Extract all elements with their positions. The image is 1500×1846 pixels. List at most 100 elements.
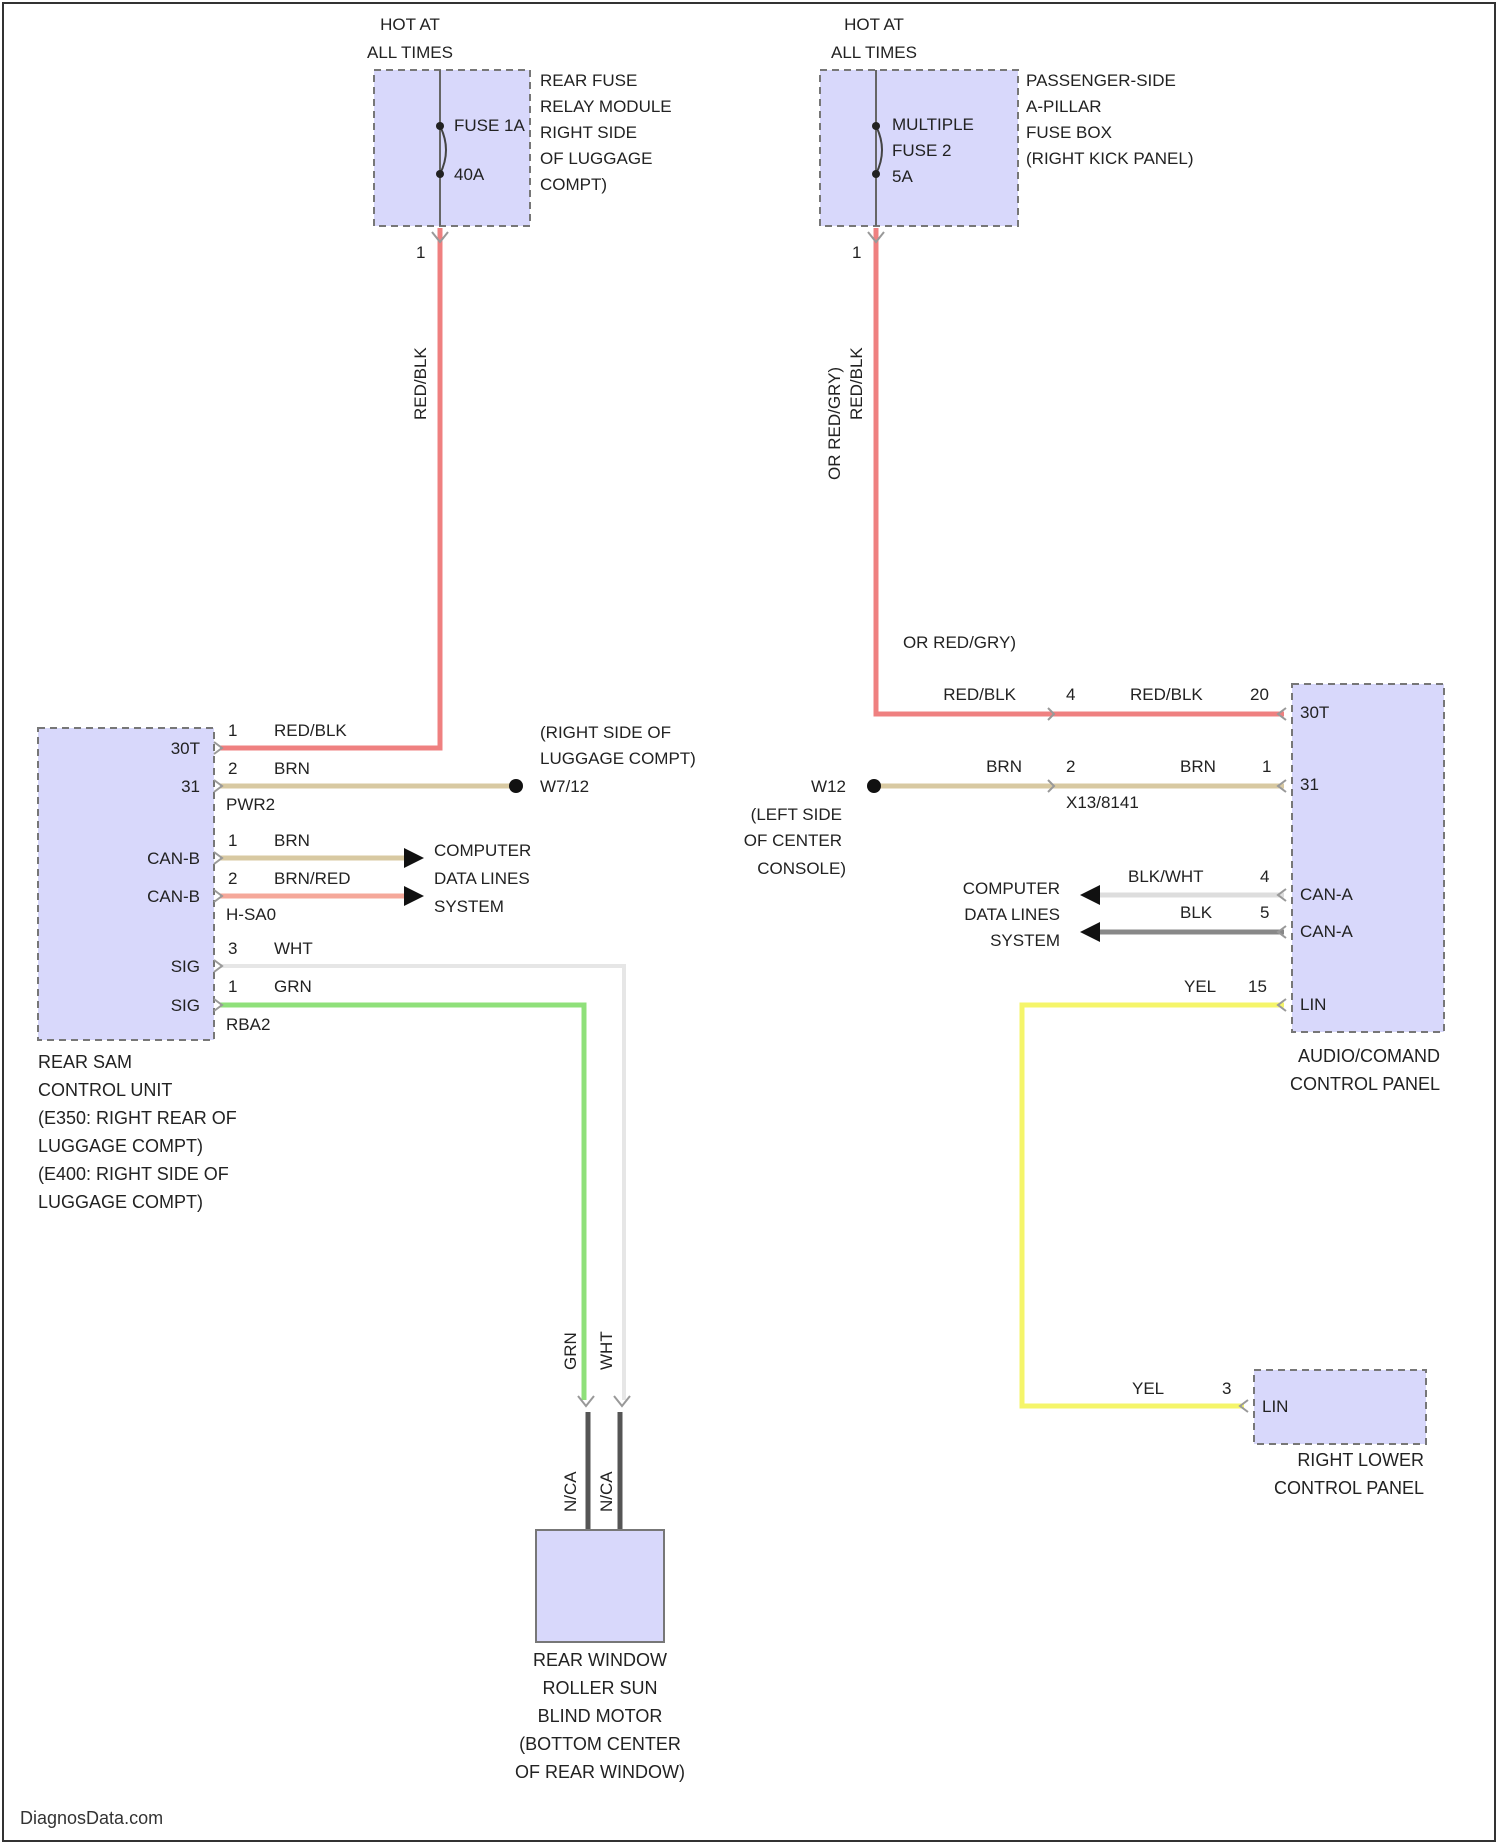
fuse-right-loc-2: A-PILLAR — [1026, 97, 1102, 116]
audio-wire-4-color: BLK — [1180, 903, 1213, 922]
fuse-left-name: FUSE 1A — [454, 116, 526, 135]
audio-wire-1-pin: 20 — [1250, 685, 1269, 704]
sam-name-6: LUGGAGE COMPT) — [38, 1192, 203, 1212]
fuse-right-loc-1: PASSENGER-SIDE — [1026, 71, 1176, 90]
sam-connector-pwr2: PWR2 — [226, 795, 275, 814]
sam-wire-6-pin: 1 — [228, 977, 237, 996]
audio-pin-31: 31 — [1300, 775, 1319, 794]
fuse-left-loc-2: RELAY MODULE — [540, 97, 672, 116]
wire-right-color-alt: OR RED/GRY) — [825, 367, 844, 480]
ground-left-loc-2: LUGGAGE COMPT) — [540, 749, 696, 768]
motor-lead-2-label: N/CA — [597, 1471, 616, 1512]
motor-name-3: BLIND MOTOR — [538, 1706, 663, 1726]
right-red-label: RED/BLK — [943, 685, 1016, 704]
audio-pin-cana-2: CAN-A — [1300, 922, 1354, 941]
motor-name-5: OF REAR WINDOW) — [515, 1762, 685, 1782]
arrow-canb-2 — [404, 886, 424, 906]
sam-pin-sig-1: SIG — [171, 957, 200, 976]
fuse-right-loc-4: (RIGHT KICK PANEL) — [1026, 149, 1194, 168]
lower-name-2: CONTROL PANEL — [1274, 1478, 1424, 1498]
sun-blind-motor — [536, 1530, 664, 1642]
lower-name-1: RIGHT LOWER — [1297, 1450, 1424, 1470]
motor-wire-wht: WHT — [597, 1331, 616, 1370]
wire-red-left — [220, 228, 440, 748]
sam-name-3: (E350: RIGHT REAR OF — [38, 1108, 237, 1128]
wire-grn-sig — [220, 1005, 584, 1400]
sam-wire-5-color: WHT — [274, 939, 313, 958]
splice-connector: X13/8141 — [1066, 793, 1139, 812]
ground-right-name: W12 — [811, 777, 846, 796]
sam-wire-4-color: BRN/RED — [274, 869, 351, 888]
audio-wire-4-pin: 5 — [1260, 903, 1269, 922]
motor-wire-grn: GRN — [561, 1332, 580, 1370]
lower-pin-lin: LIN — [1262, 1397, 1288, 1416]
splice-pin-brn: 2 — [1066, 757, 1075, 776]
sam-wire-5-pin: 3 — [228, 939, 237, 958]
sam-connector-rba2: RBA2 — [226, 1015, 270, 1034]
data-left-3: SYSTEM — [434, 897, 504, 916]
sam-pin-canb-1: CAN-B — [147, 849, 200, 868]
ground-right-loc-2: OF CENTER — [744, 831, 842, 850]
wire-right-color: RED/BLK — [847, 347, 866, 420]
sam-wire-2-color: BRN — [274, 759, 310, 778]
arrow-cana-1 — [1080, 885, 1100, 905]
ground-right-loc-3: CONSOLE) — [757, 859, 846, 878]
splice-brn-left: BRN — [986, 757, 1022, 776]
wire-left-pin: 1 — [416, 243, 425, 262]
data-right-3: SYSTEM — [990, 931, 1060, 950]
fuse-right-rating: 5A — [892, 167, 913, 186]
fuse-right-name-2: FUSE 2 — [892, 141, 952, 160]
sam-wire-2-pin: 2 — [228, 759, 237, 778]
ground-left-name: W7/12 — [540, 777, 589, 796]
motor-name-4: (BOTTOM CENTER — [519, 1734, 681, 1754]
fuse-left-loc-5: COMPT) — [540, 175, 607, 194]
sam-name-1: REAR SAM — [38, 1052, 132, 1072]
fuse-left-loc-1: REAR FUSE — [540, 71, 637, 90]
fuse-left-rating: 40A — [454, 165, 485, 184]
sam-name-4: LUGGAGE COMPT) — [38, 1136, 203, 1156]
audio-wire-3-color: BLK/WHT — [1128, 867, 1204, 886]
hot-right-2: ALL TIMES — [831, 43, 917, 62]
fuse-left-loc-4: OF LUGGAGE — [540, 149, 652, 168]
sam-wire-1-pin: 1 — [228, 721, 237, 740]
right-red-alt-1: OR RED/GRY) — [903, 633, 1016, 652]
fuse-right-name-1: MULTIPLE — [892, 115, 974, 134]
ground-w12 — [867, 779, 881, 793]
motor-name-2: ROLLER SUN — [542, 1678, 657, 1698]
audio-comand-control-panel — [1292, 684, 1444, 1032]
watermark: DiagnosData.com — [20, 1808, 163, 1828]
fuse-left-loc-3: RIGHT SIDE — [540, 123, 637, 142]
sam-pin-30t: 30T — [171, 739, 200, 758]
data-right-1: COMPUTER — [963, 879, 1060, 898]
sam-wire-4-pin: 2 — [228, 869, 237, 888]
audio-wire-2-color: BRN — [1180, 757, 1216, 776]
audio-wire-1-color: RED/BLK — [1130, 685, 1203, 704]
sam-pin-31: 31 — [181, 777, 200, 796]
sam-wire-6-color: GRN — [274, 977, 312, 996]
lower-wire-color: YEL — [1132, 1379, 1164, 1398]
audio-name-1: AUDIO/COMAND — [1298, 1046, 1440, 1066]
lower-wire-pin: 3 — [1222, 1379, 1231, 1398]
motor-lead-1-label: N/CA — [561, 1471, 580, 1512]
audio-wire-5-color: YEL — [1184, 977, 1216, 996]
data-left-1: COMPUTER — [434, 841, 531, 860]
arrow-canb-1 — [404, 848, 424, 868]
sam-name-2: CONTROL UNIT — [38, 1080, 172, 1100]
audio-wire-2-pin: 1 — [1262, 757, 1271, 776]
audio-wire-3-pin: 4 — [1260, 867, 1269, 886]
arrow-cana-2 — [1080, 922, 1100, 942]
sam-name-5: (E400: RIGHT SIDE OF — [38, 1164, 229, 1184]
rear-fuse-relay-module — [374, 70, 530, 226]
ground-right-loc-1: (LEFT SIDE — [751, 805, 842, 824]
hot-right-1: HOT AT — [844, 15, 904, 34]
sam-connector-hsa0: H-SA0 — [226, 905, 276, 924]
hot-left-1: HOT AT — [380, 15, 440, 34]
ground-w7-12 — [509, 779, 523, 793]
splice-pin-red: 4 — [1066, 685, 1075, 704]
hot-left-2: ALL TIMES — [367, 43, 453, 62]
ground-left-loc-1: (RIGHT SIDE OF — [540, 723, 671, 742]
wire-right-pin: 1 — [852, 243, 861, 262]
wire-left-color: RED/BLK — [411, 347, 430, 420]
audio-wire-5-pin: 15 — [1248, 977, 1267, 996]
